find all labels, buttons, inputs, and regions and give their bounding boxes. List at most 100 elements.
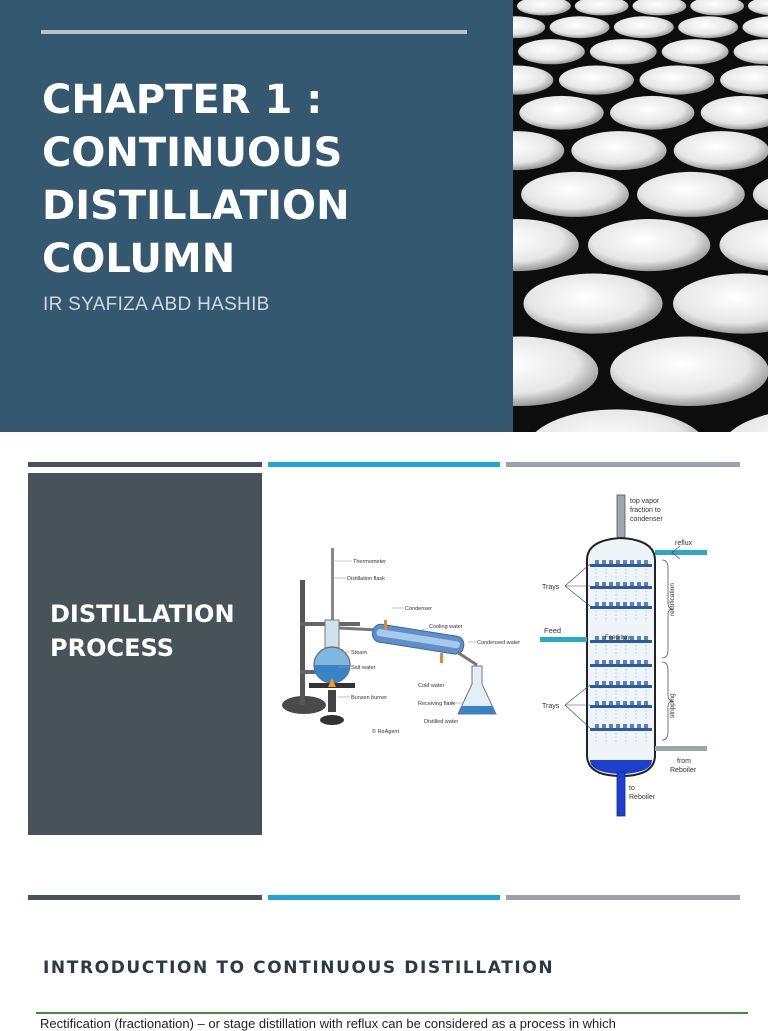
tray-disc xyxy=(636,171,745,217)
bubble-cap xyxy=(637,701,641,705)
title-line: CHAPTER 1 : xyxy=(42,77,323,123)
tray-disc xyxy=(610,95,695,130)
bubble-cap xyxy=(616,701,620,705)
label-thermometer: Thermometer xyxy=(353,559,386,565)
bubble-cap xyxy=(623,602,627,606)
tray-disc xyxy=(558,65,634,95)
bubble-cap xyxy=(630,582,634,586)
bubble-cap xyxy=(637,681,641,685)
bubble-cap xyxy=(602,602,606,606)
column-tray xyxy=(590,685,652,688)
label-feed-tray: Feed tray xyxy=(605,635,630,641)
label-bunsen-burner: Bunsen burner xyxy=(351,695,387,701)
label-steam: Steam xyxy=(351,650,367,656)
bubble-cap xyxy=(644,636,648,640)
tray-disc xyxy=(571,131,667,171)
label-receiving-flask: Receiving flask xyxy=(418,701,455,707)
lab-distillation-setup: Thermometer Distillation flask Condenser… xyxy=(282,548,520,735)
tray-disc xyxy=(661,39,729,65)
bubble-cap xyxy=(644,701,648,705)
bubble-cap xyxy=(595,681,599,685)
title-panel xyxy=(0,0,513,432)
bubble-cap xyxy=(623,660,627,664)
bubble-cap xyxy=(595,602,599,606)
column-tray xyxy=(590,640,652,643)
label-top-vapor: top vapor xyxy=(630,498,660,505)
bubble-cap xyxy=(595,724,599,728)
bubble-cap xyxy=(644,560,648,564)
bubble-cap xyxy=(595,582,599,586)
bubble-cap xyxy=(609,724,613,728)
bubble-cap xyxy=(623,582,627,586)
label-reboiler-in: Reboiler xyxy=(670,767,697,774)
intro-heading: INTRODUCTION TO CONTINUOUS DISTILLATION xyxy=(43,958,555,978)
bubble-cap xyxy=(623,724,627,728)
bubble-cap xyxy=(602,636,606,640)
bubble-cap xyxy=(609,660,613,664)
bubble-cap xyxy=(602,560,606,564)
tray-disc xyxy=(752,178,768,211)
label-to: to xyxy=(629,785,635,792)
tray-disc xyxy=(513,65,554,95)
tray-disc xyxy=(733,39,768,65)
trays-photo-graphic xyxy=(513,0,768,432)
author-name: IR SYAFIZA ABD HASHIB xyxy=(43,294,270,315)
section-title-line: DISTILLATION xyxy=(50,600,235,628)
divider-bar-blue xyxy=(268,462,500,467)
bubble-cap xyxy=(609,560,613,564)
tray-disc xyxy=(748,0,768,16)
tray-disc xyxy=(690,0,744,16)
bubble-cap xyxy=(644,660,648,664)
label-distillation-flask: Distillation flask xyxy=(347,576,385,582)
bubble-cap xyxy=(609,602,613,606)
tray-disc xyxy=(521,171,629,217)
label-cold-water: Cold water xyxy=(418,683,444,689)
bubble-cap xyxy=(623,701,627,705)
tray-disc xyxy=(513,219,579,272)
bubble-cap xyxy=(609,636,613,640)
bubble-cap xyxy=(616,660,620,664)
label-reboiler-out: Reboiler xyxy=(629,794,656,801)
tray-disc xyxy=(700,95,768,130)
bubble-cap xyxy=(616,724,620,728)
label-trays-bottom: Trays xyxy=(542,703,560,710)
label-condenser: Condenser xyxy=(405,606,432,612)
bubble-cap xyxy=(644,582,648,586)
bubble-cap xyxy=(616,602,620,606)
section-title-line: PROCESS xyxy=(50,634,174,662)
bubble-cap xyxy=(630,560,634,564)
tray-disc xyxy=(639,65,715,95)
title-top-rule xyxy=(41,30,467,34)
label-salt-water: Salt water xyxy=(351,665,376,671)
bubble-cap xyxy=(602,582,606,586)
label-trays-top: Trays xyxy=(542,584,560,591)
bubble-cap xyxy=(644,724,648,728)
tray-disc xyxy=(673,273,768,334)
tray-disc xyxy=(730,414,768,432)
bubble-cap xyxy=(616,681,620,685)
bubble-cap xyxy=(637,582,641,586)
bubble-cap xyxy=(595,636,599,640)
bubble-cap xyxy=(595,660,599,664)
bubble-cap xyxy=(630,724,634,728)
tray-disc xyxy=(742,16,768,38)
tray-disc xyxy=(610,336,768,407)
tray-disc xyxy=(574,0,629,16)
tray-disc xyxy=(589,39,657,65)
bubble-cap xyxy=(644,681,648,685)
column-tray xyxy=(590,728,652,731)
tray-disc xyxy=(513,16,546,39)
divider-bar-dark xyxy=(28,462,262,467)
bubble-cap xyxy=(623,636,627,640)
tray-disc xyxy=(549,16,610,39)
label-condensed-water: Condensed water xyxy=(477,640,520,646)
label-cooling-water: Cooling water xyxy=(429,624,463,630)
bubble-cap xyxy=(616,582,620,586)
tray-disc xyxy=(678,16,739,39)
tray-disc xyxy=(613,16,674,39)
bubble-cap xyxy=(623,560,627,564)
bubble-cap xyxy=(630,660,634,664)
bubble-cap xyxy=(595,701,599,705)
tray-disc xyxy=(632,0,687,16)
label-credit: © ReAgent xyxy=(372,728,399,735)
